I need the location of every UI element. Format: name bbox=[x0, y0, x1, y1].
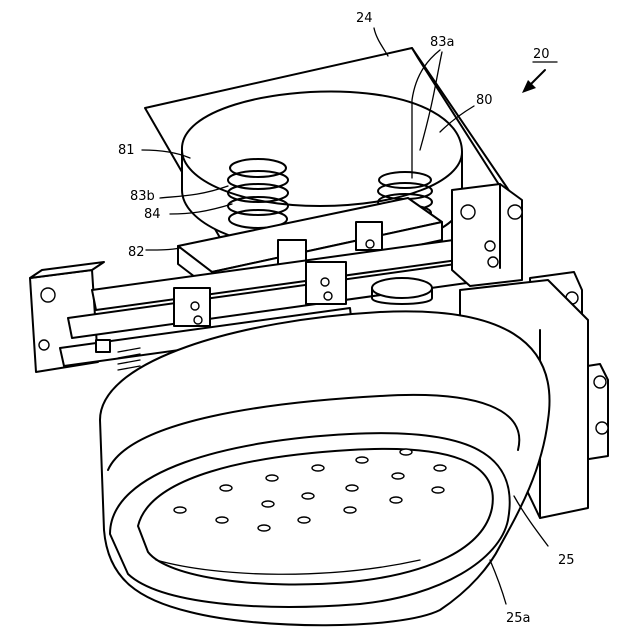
label-20: 20 bbox=[533, 47, 550, 62]
label-24: 24 bbox=[356, 11, 373, 26]
head-25 bbox=[100, 311, 550, 625]
center-fitting bbox=[372, 278, 432, 304]
label-83a: 83a bbox=[430, 35, 455, 50]
label-25a: 25a bbox=[506, 611, 531, 626]
label-82: 82 bbox=[128, 245, 145, 260]
label-84: 84 bbox=[144, 207, 161, 222]
label-80: 80 bbox=[476, 93, 493, 108]
clamp-left bbox=[174, 288, 210, 326]
right-bracket-top bbox=[452, 184, 522, 286]
label-25: 25 bbox=[558, 553, 575, 568]
assembly-arrow bbox=[522, 62, 557, 93]
clamp-mid bbox=[306, 262, 346, 304]
label-83b: 83b bbox=[130, 189, 155, 204]
label-81: 81 bbox=[118, 143, 135, 158]
